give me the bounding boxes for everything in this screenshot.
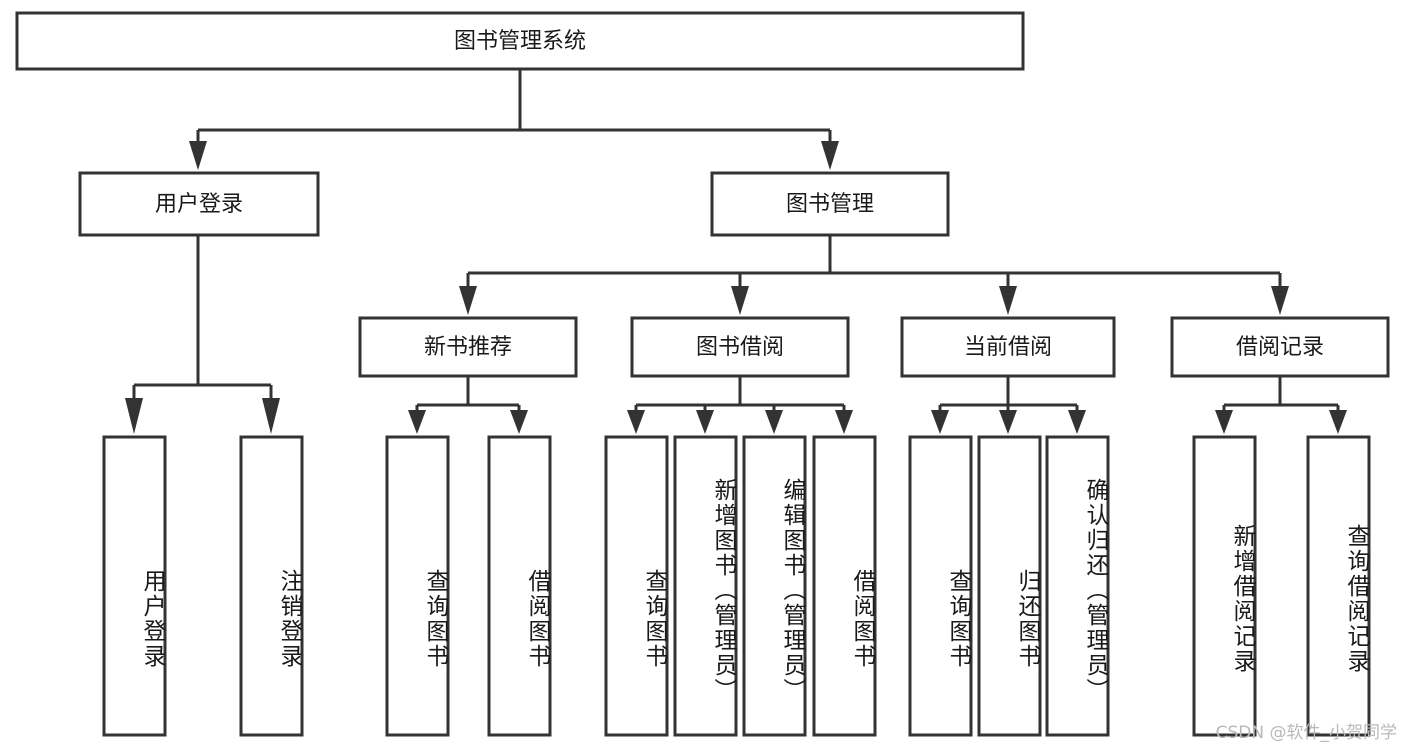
arrow-head-level3-1: [731, 286, 749, 315]
arrow-head-currentborrow-leaf-2: [1068, 410, 1086, 434]
arrow-head-borrowrecord-leaf-1: [1329, 410, 1347, 434]
arrow-head-userlogin-leaf-1: [262, 398, 280, 434]
node-book-manage[interactable]: 图书管理: [710, 171, 950, 237]
node-new-book-recommend[interactable]: 新书推荐: [358, 316, 578, 378]
arrow-head-bookborrow-leaf-3: [835, 410, 853, 434]
leaf-box-current-borrow-1[interactable]: [977, 435, 1042, 737]
node-current-borrow[interactable]: 当前借阅: [900, 316, 1116, 378]
node-borrow-record-label: 借阅记录: [1236, 335, 1324, 360]
leaf-box-borrow-record-0[interactable]: [1192, 435, 1257, 737]
node-borrow-record[interactable]: 借阅记录: [1170, 316, 1390, 378]
arrow-head-currentborrow-leaf-1: [999, 410, 1017, 434]
arrow-head-newbook-leaf-0: [408, 410, 426, 434]
node-new-book-recommend-box[interactable]: [358, 316, 578, 378]
node-root-box[interactable]: [15, 11, 1025, 71]
node-root[interactable]: 图书管理系统: [15, 11, 1025, 71]
arrow-head-book-manage: [821, 141, 839, 170]
leaf-box-borrow-record-1[interactable]: [1306, 435, 1371, 737]
node-current-borrow-box[interactable]: [900, 316, 1116, 378]
arrow-head-userlogin-leaf-0: [125, 398, 143, 434]
arrow-head-bookborrow-leaf-1: [696, 410, 714, 434]
leaf-box-user-login-1[interactable]: [239, 435, 304, 737]
node-root-label: 图书管理系统: [454, 29, 586, 54]
node-book-borrow-label: 图书借阅: [696, 335, 784, 360]
arrow-head-user-login: [189, 141, 207, 170]
arrow-head-level3-3: [1271, 286, 1289, 315]
node-user-login-label: 用户登录: [155, 192, 243, 217]
arrow-head-currentborrow-leaf-0: [931, 410, 949, 434]
node-book-manage-box[interactable]: [710, 171, 950, 237]
arrow-head-bookborrow-leaf-2: [765, 410, 783, 434]
node-book-borrow-box[interactable]: [630, 316, 850, 378]
node-user-login[interactable]: 用户登录: [78, 171, 320, 237]
leaf-box-current-borrow-2[interactable]: [1045, 435, 1110, 737]
leaf-box-book-borrow-2[interactable]: [742, 435, 807, 737]
arrow-head-bookborrow-leaf-0: [627, 410, 645, 434]
connector-layer: [125, 69, 1347, 434]
arrow-head-level3-0: [459, 286, 477, 315]
node-book-manage-label: 图书管理: [786, 192, 874, 217]
arrow-head-borrowrecord-leaf-0: [1215, 410, 1233, 434]
leaf-box-new-book-0[interactable]: [385, 435, 450, 737]
leaf-box-book-borrow-1[interactable]: [673, 435, 738, 737]
node-book-borrow[interactable]: 图书借阅: [630, 316, 850, 378]
node-user-login-box[interactable]: [78, 171, 320, 237]
watermark-text: CSDN @软件_小贺同学: [1215, 723, 1397, 743]
arrow-head-newbook-leaf-1: [510, 410, 528, 434]
leaf-box-book-borrow-0[interactable]: [604, 435, 669, 737]
leaf-box-book-borrow-3[interactable]: [812, 435, 877, 737]
node-new-book-recommend-label: 新书推荐: [424, 335, 512, 360]
leaf-box-new-book-1[interactable]: [487, 435, 552, 737]
arrow-head-level3-2: [999, 286, 1017, 315]
leaf-box-user-login-0[interactable]: [102, 435, 167, 737]
node-borrow-record-box[interactable]: [1170, 316, 1390, 378]
node-current-borrow-label: 当前借阅: [964, 335, 1052, 360]
leaf-box-current-borrow-0[interactable]: [908, 435, 973, 737]
